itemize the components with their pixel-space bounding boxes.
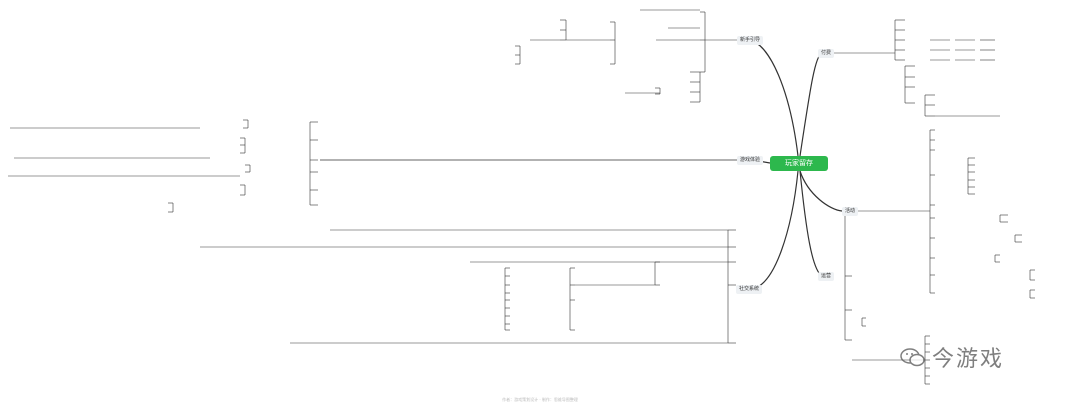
branch-bottom-left[interactable]: 社交系统 [736, 285, 763, 294]
connector-line [799, 170, 823, 277]
branch-top-left[interactable]: 新手引导 [737, 36, 764, 45]
wechat-icon [900, 348, 925, 367]
connector-line [799, 170, 843, 212]
branch-top-right[interactable]: 付费 [818, 49, 835, 58]
branch-right-lower[interactable]: 运营 [818, 272, 835, 281]
connector-line [749, 39, 799, 157]
footer-credit: 作者：游戏策划设计 · 制作：思维导图整理 [502, 397, 578, 402]
branch-left[interactable]: 游戏体验 [737, 156, 764, 165]
connector-line [751, 170, 799, 290]
connector-line [799, 52, 823, 157]
watermark-text: 今游戏 [932, 347, 1005, 372]
root-node[interactable]: 玩家留存 [770, 156, 828, 171]
branch-right-upper[interactable]: 活动 [842, 207, 859, 216]
watermark: 今游戏 [900, 342, 1060, 372]
